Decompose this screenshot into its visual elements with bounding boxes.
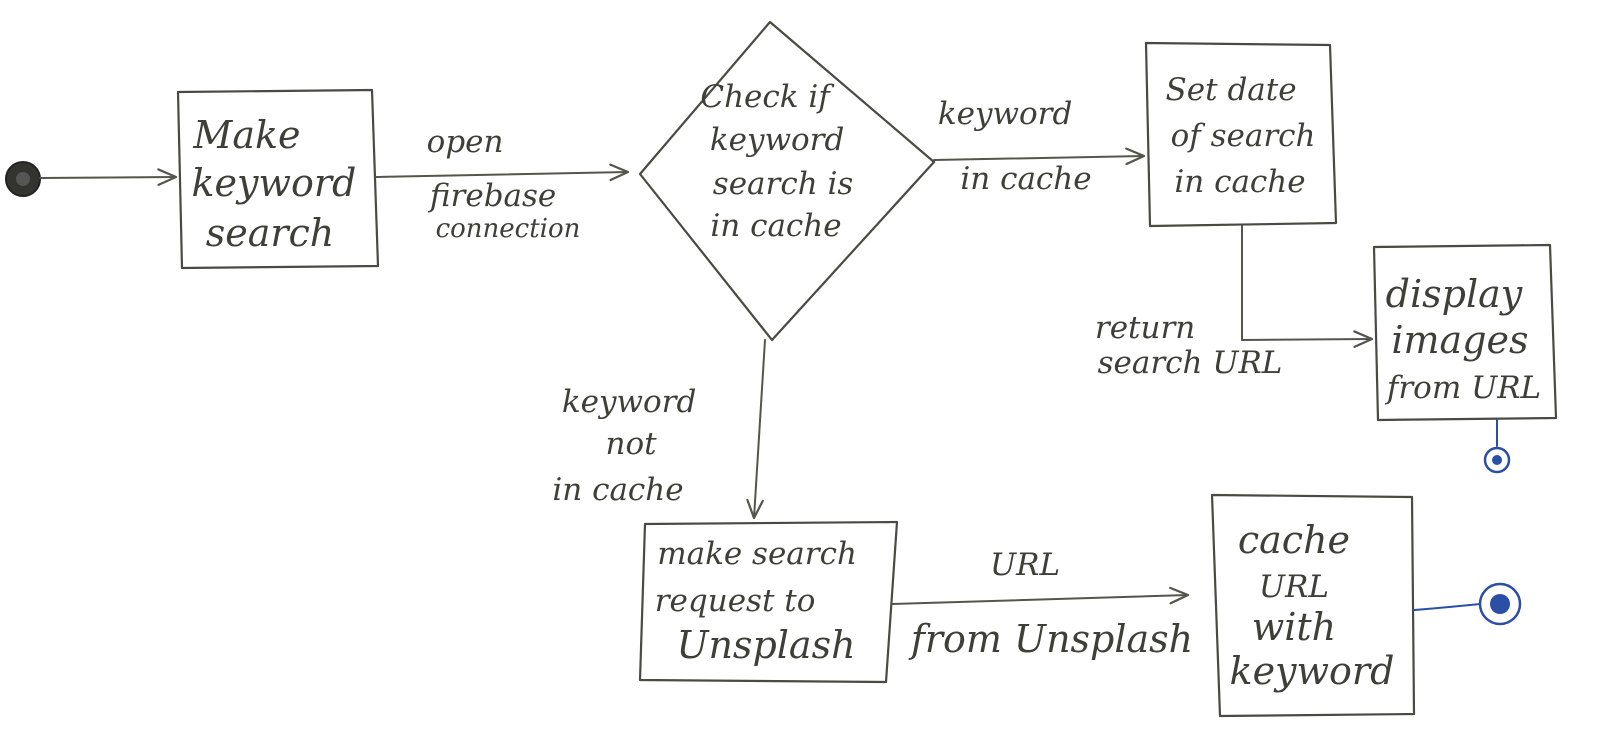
edge-keyword-not-in-cache-label: keyword not in cache: [552, 384, 706, 508]
node-set-date: [1144, 41, 1338, 228]
edge-keyword-not-in-cache: [746, 339, 766, 520]
edge-url-from-unsplash-label: URL from Unsplash: [908, 547, 1193, 661]
edge-return-search-url-label: return search URL: [1095, 310, 1283, 381]
edge-open-firebase: [375, 163, 630, 182]
edge-cache-to-end: [1413, 603, 1481, 611]
node-check-cache-label: Check if keyword search is in cache: [700, 79, 863, 244]
end-node-icon: [1478, 582, 1522, 626]
edge-url-from-unsplash: [891, 586, 1190, 605]
edge-return-search-url: [1241, 225, 1374, 348]
edge-keyword-in-cache: [933, 147, 1146, 166]
node-check-cache-decision: [638, 20, 936, 342]
edge-open-firebase-label: open firebase connection: [427, 124, 581, 244]
node-make-request-label: make search request to Unsplash: [655, 536, 867, 667]
end-node-icon: [1483, 446, 1511, 474]
end-node-core: [1492, 455, 1502, 465]
node-cache-url-label: cache URL with keyword: [1230, 518, 1395, 693]
edge-keyword-in-cache-label: keyword in cache: [938, 96, 1092, 197]
node-display-images-label: display images from URL: [1385, 272, 1541, 406]
start-node-core: [16, 172, 30, 186]
node-display-images: [1372, 243, 1558, 422]
node-make-keyword-search-label: Make keyword search: [192, 113, 369, 255]
node-set-date-label: Set date of search in cache: [1166, 72, 1326, 200]
end-node-core: [1490, 594, 1510, 614]
node-make-request: [638, 520, 899, 684]
node-make-keyword-search: [176, 88, 380, 270]
node-cache-url: [1210, 493, 1416, 718]
edge-start-to-make-search: [39, 168, 178, 186]
